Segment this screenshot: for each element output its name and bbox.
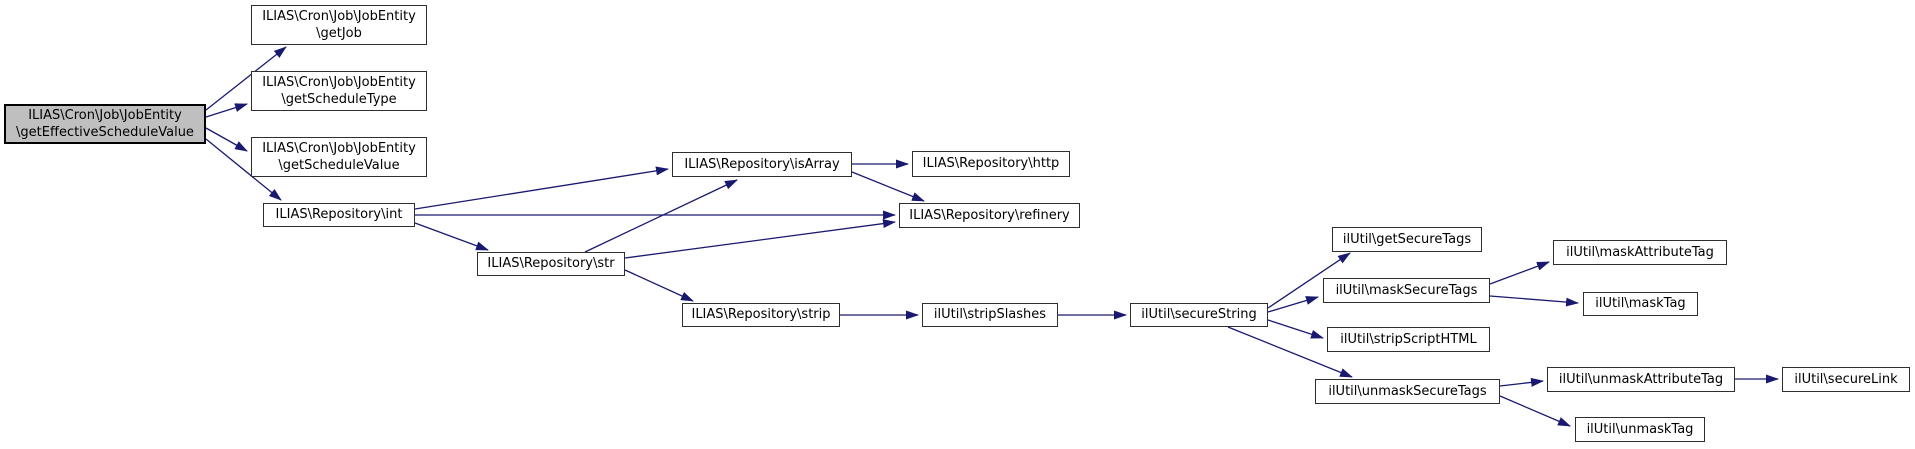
node-repository-int[interactable]: ILIAS\Repository\int	[263, 203, 415, 227]
node-label: ILIAS\Repository\isArray	[684, 156, 840, 172]
node-label: ilUtil\maskTag	[1595, 296, 1686, 312]
node-label: ilUtil\getSecureTags	[1342, 231, 1472, 247]
node-get-effective-schedule-value[interactable]: ILIAS\Cron\Job\JobEntity \getEffectiveSc…	[4, 104, 206, 144]
node-label: ilUtil\maskAttributeTag	[1566, 244, 1714, 260]
node-label: ILIAS\Repository\refinery	[909, 207, 1070, 223]
node-mask-attribute-tag[interactable]: ilUtil\maskAttributeTag	[1553, 240, 1727, 265]
node-label: ilUtil\unmaskSecureTags	[1328, 383, 1487, 399]
edge-repository-is-array-to-repository-refinery	[851, 171, 925, 202]
node-get-secure-tags[interactable]: ilUtil\getSecureTags	[1332, 227, 1482, 252]
node-label: ilUtil\secureString	[1141, 307, 1257, 323]
node-label: ILIAS\Cron\Job\JobEntity \getScheduleVal…	[262, 140, 416, 173]
edge-secure-string-to-get-secure-tags	[1267, 252, 1351, 309]
node-label: ilUtil\maskSecureTags	[1335, 282, 1478, 298]
node-repository-strip[interactable]: ILIAS\Repository\strip	[682, 303, 840, 327]
node-repository-str[interactable]: ILIAS\Repository\str	[477, 252, 625, 276]
node-repository-refinery[interactable]: ILIAS\Repository\refinery	[899, 203, 1080, 228]
edge-repository-str-to-repository-is-array	[584, 179, 738, 253]
edge-get-effective-schedule-value-to-get-schedule-type	[205, 103, 248, 118]
edge-repository-int-to-repository-str	[414, 222, 489, 251]
node-repository-is-array[interactable]: ILIAS\Repository\isArray	[672, 152, 852, 177]
edge-mask-secure-tags-to-mask-tag	[1489, 295, 1579, 307]
node-label: ilUtil\stripScriptHTML	[1340, 331, 1477, 347]
node-get-schedule-type[interactable]: ILIAS\Cron\Job\JobEntity \getScheduleTyp…	[251, 71, 427, 111]
node-secure-link[interactable]: ilUtil\secureLink	[1782, 367, 1910, 392]
edge-secure-string-to-mask-secure-tags	[1267, 296, 1319, 313]
edge-unmask-secure-tags-to-unmask-attribute-tag	[1499, 377, 1544, 387]
node-strip-slashes[interactable]: ilUtil\stripSlashes	[922, 303, 1058, 327]
edge-repository-str-to-repository-refinery	[624, 219, 896, 259]
node-label: ILIAS\Cron\Job\JobEntity \getJob	[262, 8, 416, 41]
node-unmask-tag[interactable]: ilUtil\unmaskTag	[1575, 417, 1705, 442]
node-label: ilUtil\unmaskTag	[1586, 421, 1694, 437]
node-label: ilUtil\unmaskAttributeTag	[1558, 371, 1724, 387]
edge-get-effective-schedule-value-to-get-schedule-value	[205, 127, 248, 152]
edge-mask-secure-tags-to-mask-attribute-tag	[1489, 261, 1550, 285]
node-label: ILIAS\Repository\str	[487, 256, 615, 272]
node-label: ILIAS\Cron\Job\JobEntity \getEffectiveSc…	[16, 107, 194, 140]
node-label: ILIAS\Repository\int	[275, 207, 403, 223]
node-repository-http[interactable]: ILIAS\Repository\http	[912, 151, 1070, 177]
node-secure-string[interactable]: ilUtil\secureString	[1130, 303, 1268, 327]
edge-unmask-secure-tags-to-unmask-tag	[1499, 395, 1571, 427]
node-unmask-secure-tags[interactable]: ilUtil\unmaskSecureTags	[1315, 379, 1500, 404]
node-label: ilUtil\stripSlashes	[933, 307, 1047, 323]
node-label: ILIAS\Cron\Job\JobEntity \getScheduleTyp…	[262, 74, 416, 107]
node-label: ilUtil\secureLink	[1794, 371, 1898, 387]
node-label: ILIAS\Repository\strip	[691, 307, 831, 323]
edge-get-effective-schedule-value-to-get-job	[205, 46, 287, 111]
edge-repository-str-to-repository-strip	[624, 269, 694, 302]
edge-get-effective-schedule-value-to-repository-int	[205, 138, 282, 201]
node-label: ILIAS\Repository\http	[922, 156, 1060, 172]
node-strip-script-html[interactable]: ilUtil\stripScriptHTML	[1327, 327, 1490, 352]
node-get-job[interactable]: ILIAS\Cron\Job\JobEntity \getJob	[251, 5, 427, 45]
edge-secure-string-to-unmask-secure-tags	[1227, 326, 1353, 378]
node-unmask-attribute-tag[interactable]: ilUtil\unmaskAttributeTag	[1547, 367, 1735, 392]
node-mask-secure-tags[interactable]: ilUtil\maskSecureTags	[1323, 278, 1490, 303]
node-get-schedule-value[interactable]: ILIAS\Cron\Job\JobEntity \getScheduleVal…	[251, 137, 427, 177]
edge-repository-int-to-repository-is-array	[414, 166, 669, 210]
edge-secure-string-to-strip-script-html	[1267, 319, 1324, 339]
node-mask-tag[interactable]: ilUtil\maskTag	[1583, 292, 1698, 316]
